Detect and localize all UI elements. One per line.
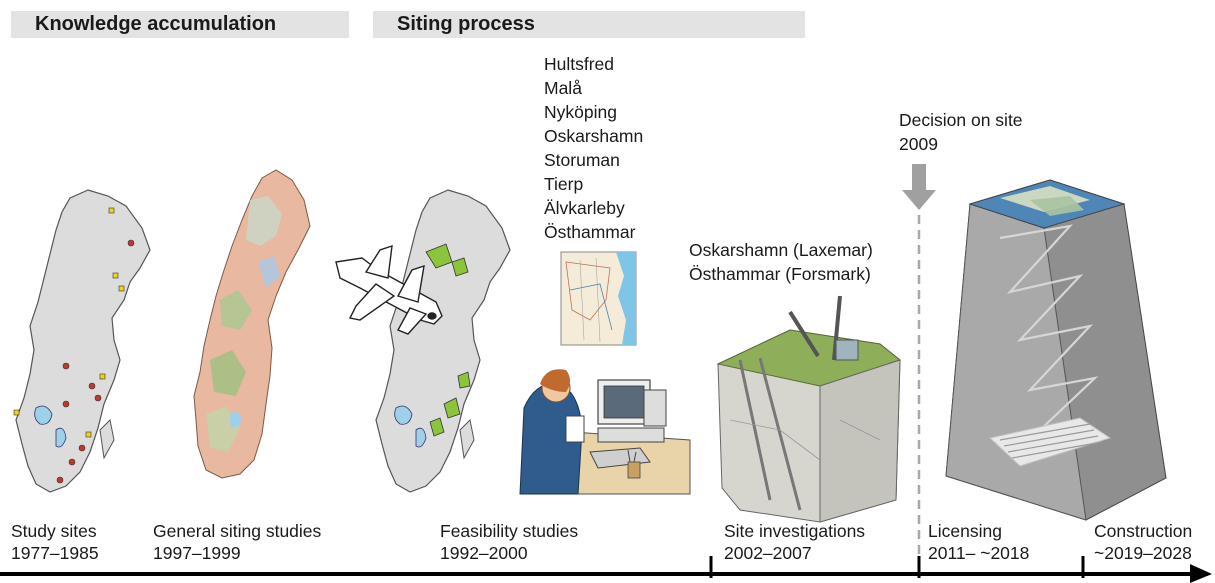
municipality-item: Tierp — [544, 174, 584, 194]
header-knowledge-label: Knowledge accumulation — [35, 13, 277, 35]
municipality-item: Älvkarleby — [544, 198, 625, 218]
drill-rig-icon — [716, 295, 902, 523]
phase-feasibility: Feasibility studies 1992–2000 — [440, 520, 578, 564]
municipality-item: Malå — [544, 78, 582, 98]
site-candidate-1: Oskarshamn (Laxemar) — [689, 240, 873, 260]
sweden-map-feasibility-icon — [375, 189, 511, 493]
header-siting-label: Siting process — [397, 13, 535, 35]
timeline-arrowhead — [1190, 564, 1212, 583]
phase-study-sites: Study sites 1977–1985 — [11, 520, 99, 564]
phase-name: Feasibility studies — [440, 521, 579, 541]
geological-map-icon — [193, 169, 311, 479]
municipality-item: Oskarshamn — [544, 126, 644, 146]
down-arrow-icon — [902, 164, 936, 210]
phase-years: 2002–2007 — [724, 543, 812, 563]
municipality-list: Hultsfred Malå Nyköping Oskarshamn Storu… — [544, 52, 643, 244]
municipality-item: Nyköping — [544, 102, 617, 122]
phase-years: 1977–1985 — [11, 543, 99, 563]
decision-year: 2009 — [899, 134, 938, 154]
site-candidate-2: Östhammar (Forsmark) — [689, 264, 871, 284]
phase-general-siting: General siting studies 1997–1999 — [153, 520, 321, 564]
small-map-inset-icon — [560, 251, 637, 346]
phase-name: Licensing — [928, 521, 1002, 541]
sweden-map-icon — [13, 189, 151, 493]
person-at-computer-icon — [519, 369, 691, 495]
municipality-item: Östhammar — [544, 222, 636, 242]
phase-years: 2011– ~2018 — [928, 543, 1030, 563]
phase-construction: Construction ~2019–2028 — [1094, 520, 1192, 564]
phase-site-investigations: Site investigations 2002–2007 — [724, 520, 865, 564]
header-siting-process: Siting process — [373, 11, 805, 38]
repository-icon — [945, 179, 1167, 521]
municipality-item: Storuman — [544, 150, 620, 170]
phase-years: 1992–2000 — [440, 543, 528, 563]
phase-years: ~2019–2028 — [1094, 543, 1192, 563]
phase-name: General siting studies — [153, 521, 322, 541]
decision-label: Decision on site 2009 — [899, 108, 1023, 156]
phase-years: 1997–1999 — [153, 543, 241, 563]
airplane-icon — [335, 244, 443, 335]
decision-line-1: Decision on site — [899, 110, 1023, 130]
phase-licensing: Licensing 2011– ~2018 — [928, 520, 1029, 564]
municipality-item: Hultsfred — [544, 54, 615, 74]
phase-name: Site investigations — [724, 521, 866, 541]
phase-name: Construction — [1094, 521, 1193, 541]
header-knowledge-accumulation: Knowledge accumulation — [11, 11, 349, 38]
site-candidates: Oskarshamn (Laxemar) Östhammar (Forsmark… — [689, 238, 873, 286]
phase-name: Study sites — [11, 521, 97, 541]
